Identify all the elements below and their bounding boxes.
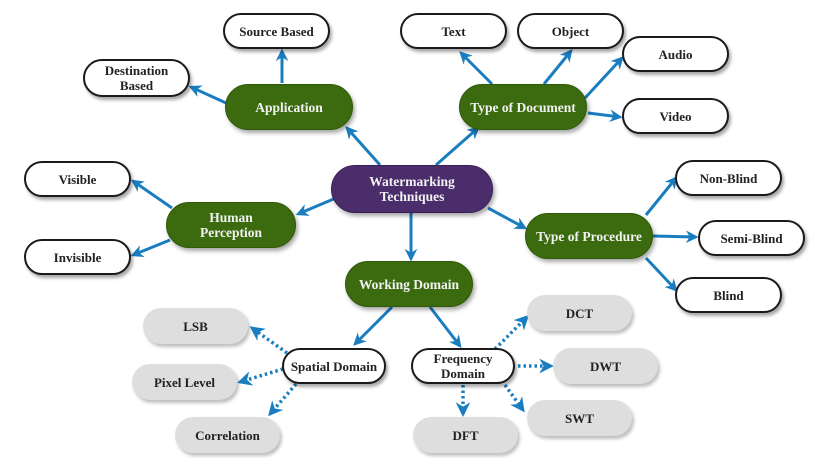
arrow-spatial-to-pixel-level — [237, 367, 284, 386]
technique-label: DFT — [452, 427, 479, 443]
leaf-label: Destination Based — [104, 63, 169, 93]
subcategory-spatial-domain: Spatial Domain — [282, 348, 386, 384]
leaf-video: Video — [622, 98, 729, 134]
technique-label: SWT — [565, 410, 594, 426]
arrow-root-to-human-perception — [295, 196, 337, 216]
arrow-root-to-type-of-procedure — [487, 206, 528, 230]
technique-lsb: LSB — [143, 308, 248, 344]
arrow-spatial-to-correlation — [268, 382, 298, 417]
arrow-working-domain-to-frequency — [428, 306, 462, 348]
category-type-of-document: Type of Document — [459, 84, 587, 130]
leaf-label: Blind — [713, 287, 744, 303]
leaf-label: Invisible — [53, 249, 102, 265]
subcategory-frequency-domain: Frequency Domain — [411, 348, 515, 384]
subcategory-label: Spatial Domain — [290, 358, 378, 374]
technique-label: Pixel Level — [153, 374, 215, 390]
leaf-non-blind: Non-Blind — [675, 160, 782, 196]
arrow-root-to-type-of-document — [435, 126, 480, 167]
technique-label: LSB — [183, 318, 208, 334]
subcategory-label: Frequency Domain — [433, 351, 493, 381]
leaf-label: Object — [551, 23, 590, 39]
leaf-label: Text — [441, 23, 466, 39]
arrow-spatial-to-lsb — [249, 326, 289, 355]
arrow-frequency-to-dct — [493, 314, 530, 351]
leaf-visible: Visible — [24, 161, 131, 197]
arrow-perception-to-invisible — [130, 238, 171, 258]
arrow-document-to-video — [587, 109, 623, 123]
technique-pixel-level: Pixel Level — [132, 364, 237, 400]
arrow-application-to-destination-based — [188, 85, 227, 105]
leaf-label: Non-Blind — [699, 170, 758, 186]
leaf-blind: Blind — [675, 277, 782, 313]
technique-dct: DCT — [527, 295, 632, 331]
technique-label: Correlation — [195, 427, 260, 443]
technique-label: DWT — [589, 358, 622, 374]
leaf-destination-based: Destination Based — [83, 59, 190, 97]
arrow-procedure-to-non-blind — [644, 176, 678, 216]
category-label: Working Domain — [358, 276, 460, 292]
arrow-document-to-audio — [583, 56, 624, 100]
technique-correlation: Correlation — [175, 417, 280, 453]
leaf-label: Visible — [58, 171, 97, 187]
leaf-semi-blind: Semi-Blind — [698, 220, 805, 256]
arrow-document-to-text — [459, 51, 494, 86]
leaf-object: Object — [517, 13, 624, 49]
root-node-watermarking-techniques: Watermarking Techniques — [331, 165, 493, 213]
category-label: Application — [255, 99, 323, 115]
leaf-label: Source Based — [239, 23, 314, 39]
arrow-procedure-to-semi-blind — [652, 230, 699, 244]
category-working-domain: Working Domain — [345, 261, 473, 307]
category-application: Application — [225, 84, 353, 130]
arrow-working-domain-to-spatial — [353, 305, 394, 346]
technique-dwt: DWT — [553, 348, 658, 384]
leaf-source-based: Source Based — [223, 13, 330, 49]
category-human-perception: Human Perception — [166, 202, 296, 248]
category-label: Human Perception — [200, 210, 262, 240]
arrow-root-to-application — [345, 126, 382, 166]
arrow-perception-to-visible — [130, 179, 173, 210]
leaf-invisible: Invisible — [24, 239, 131, 275]
technique-dft: DFT — [413, 417, 518, 453]
category-label: Type of Procedure — [536, 228, 642, 244]
technique-swt: SWT — [527, 400, 632, 436]
arrow-document-to-object — [542, 49, 573, 85]
category-type-of-procedure: Type of Procedure — [525, 213, 653, 259]
arrow-procedure-to-blind — [644, 256, 678, 292]
root-label: Watermarking Techniques — [369, 174, 455, 204]
arrow-frequency-to-swt — [503, 383, 525, 413]
leaf-label: Semi-Blind — [720, 230, 783, 246]
leaf-audio: Audio — [622, 36, 729, 72]
leaf-label: Audio — [658, 46, 693, 62]
technique-label: DCT — [565, 305, 594, 321]
leaf-label: Video — [659, 108, 692, 124]
leaf-text: Text — [400, 13, 507, 49]
category-label: Type of Document — [470, 99, 576, 115]
